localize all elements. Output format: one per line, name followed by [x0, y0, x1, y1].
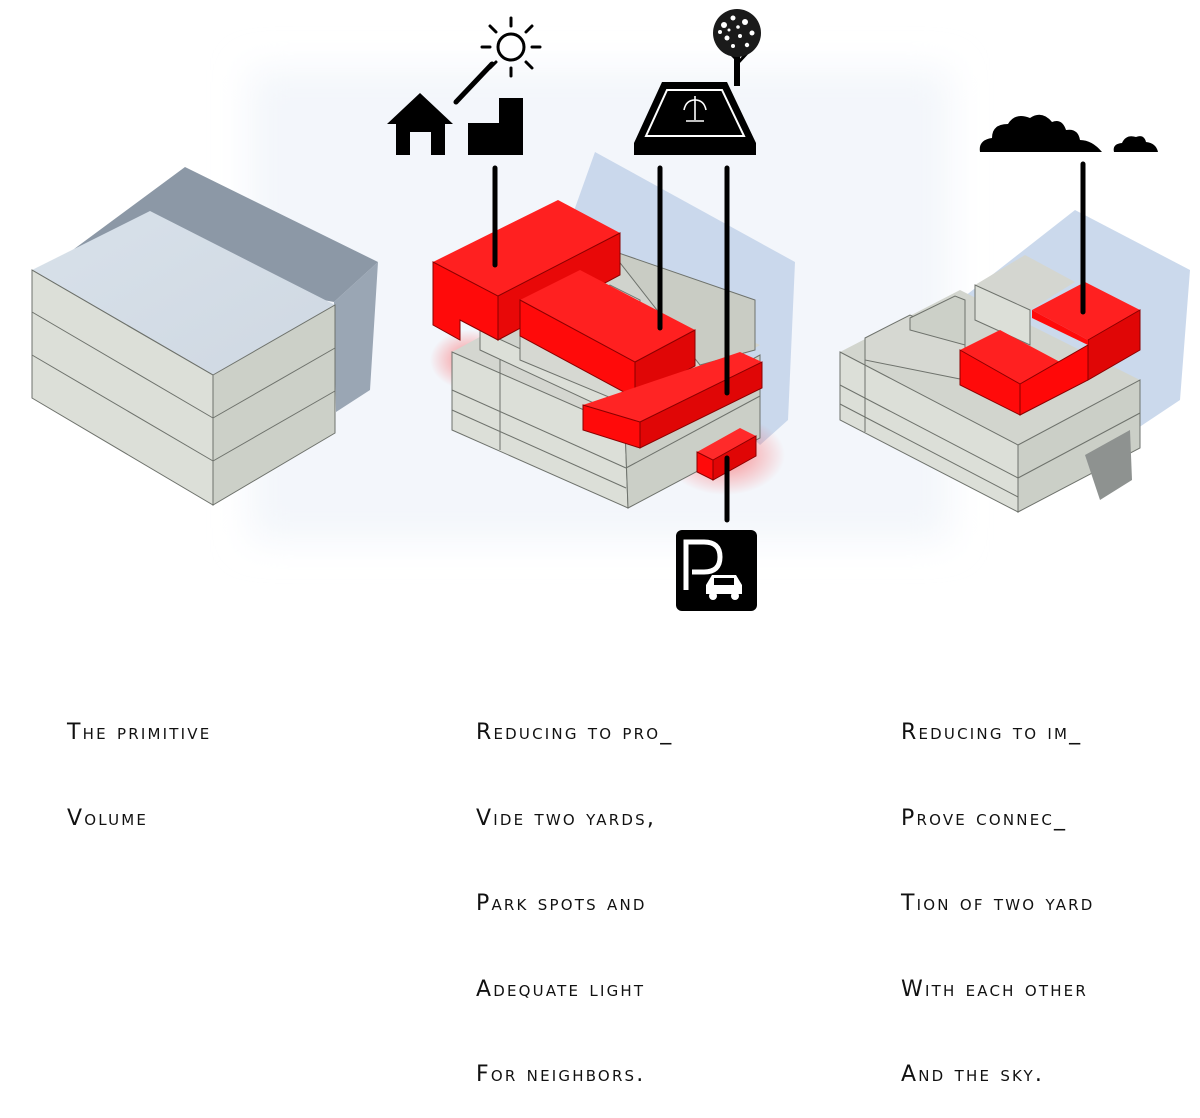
red-lower-side — [639, 361, 763, 449]
cast-shadow — [70, 167, 378, 302]
stepped-building-icon — [468, 98, 523, 155]
primitive-volume — [31, 167, 378, 506]
caption-sky-connection: Reducing to im_ prove connec_ tion of tw… — [901, 662, 1095, 1118]
cloud-icon — [979, 114, 1158, 152]
caption-line: for neighbors. — [476, 1062, 646, 1087]
floor-lines — [31, 269, 336, 462]
red-lower-top — [960, 330, 1060, 384]
car-icon — [706, 575, 742, 600]
caption-line: Reducing to im_ — [901, 720, 1083, 745]
cast-shadow-soft — [334, 262, 378, 412]
red-mid-top — [520, 270, 695, 362]
caption-two-yards: Reducing to pro_ vide two yards, park sp… — [476, 662, 673, 1118]
tree-icon — [713, 9, 761, 86]
caption-line: The primitive — [67, 720, 212, 745]
caption-line: adequate light — [476, 976, 646, 1002]
red-side — [1087, 309, 1141, 381]
garage-opening — [1085, 430, 1132, 500]
red-upper-front — [1032, 310, 1088, 345]
caption-line: with each other — [901, 976, 1088, 1002]
caption-primitive-volume: The primitive volume — [67, 662, 211, 862]
red-parking-top — [697, 428, 756, 460]
sunray-connector — [453, 61, 495, 105]
volume-top — [32, 211, 335, 375]
caption-line: and the sky. — [901, 1062, 1045, 1087]
caption-line: park spots and — [476, 891, 647, 916]
sun-icon — [480, 16, 542, 78]
red-parking-side — [712, 435, 757, 481]
fountain-yard-icon — [634, 82, 756, 155]
tall-grey-tower-front — [974, 284, 1031, 346]
red-upper-top — [433, 200, 620, 296]
parking-icon — [676, 530, 757, 611]
house-icon — [387, 93, 453, 155]
connector-lines — [453, 61, 1086, 523]
caption-line: Reducing to pro_ — [476, 720, 674, 745]
caption-line: volume — [67, 805, 149, 831]
reduced-volume-yards — [430, 152, 795, 509]
terrace-block — [909, 295, 966, 346]
volume-right-face — [212, 304, 336, 506]
caption-line: prove connec_ — [901, 805, 1068, 831]
red-lower-top — [583, 352, 762, 422]
massing-diagram — [31, 9, 1190, 611]
reduced-volume-sky — [839, 210, 1190, 513]
red-mid-right — [634, 329, 696, 399]
caption-line: tion of two yard — [901, 891, 1095, 916]
caption-line: vide two yards, — [476, 805, 657, 831]
